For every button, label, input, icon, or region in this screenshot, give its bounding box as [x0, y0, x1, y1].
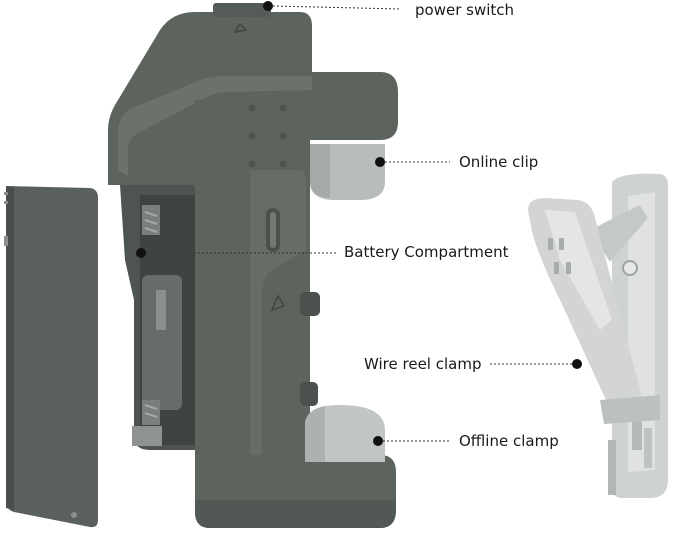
label-offline-clamp: Offline clamp [459, 432, 559, 450]
leader-power-switch [263, 1, 401, 11]
leader-battery-compartment [136, 248, 336, 258]
device-housing [108, 3, 398, 528]
leader-offline-clamp [373, 436, 450, 446]
leader-online-clip [375, 157, 450, 167]
online-clip [310, 144, 385, 200]
leader-wire-reel-clamp [490, 359, 582, 369]
battery-cover [4, 186, 98, 528]
offline-clamp [305, 405, 385, 462]
label-wire-reel-clamp: Wire reel clamp [364, 355, 482, 373]
label-battery-compartment: Battery Compartment [344, 243, 509, 261]
label-power-switch: power switch [415, 1, 515, 19]
label-online-clip: Online clip [459, 153, 539, 171]
wire-reel-clamp [528, 173, 668, 498]
